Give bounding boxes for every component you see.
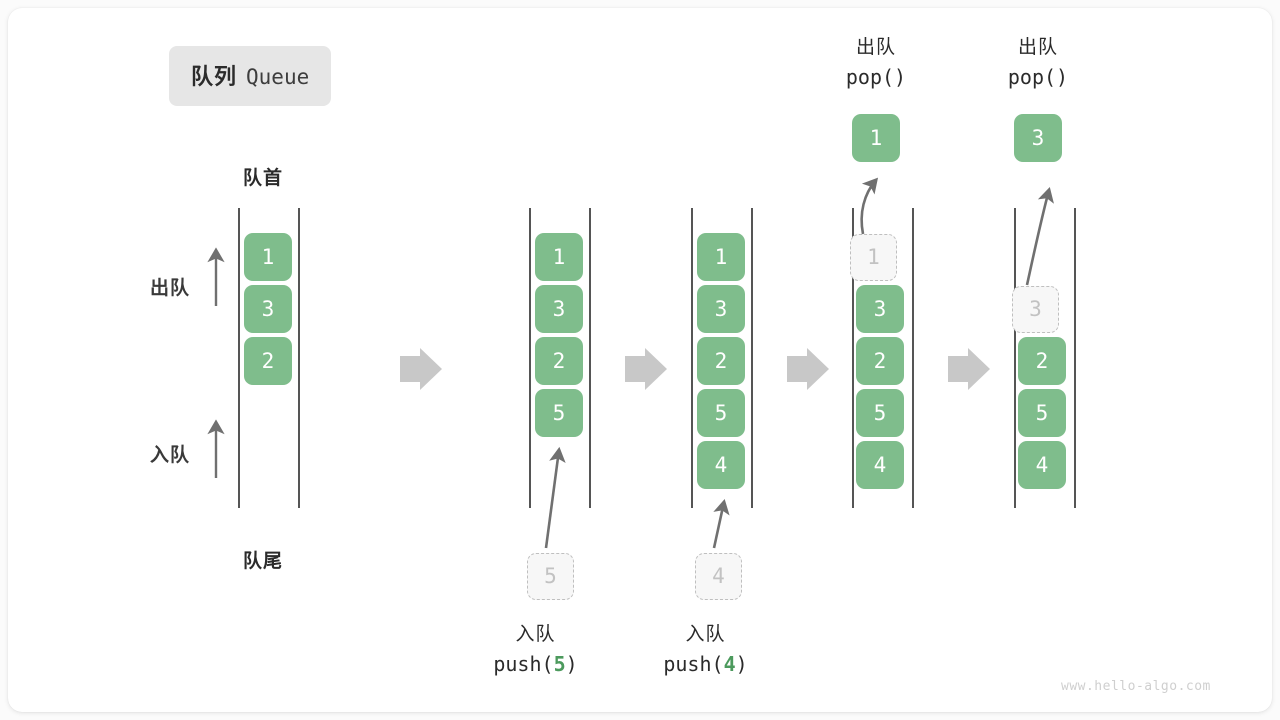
queue-rear-label: 队尾 — [243, 551, 284, 572]
incoming-ghost-cell: 4 — [695, 553, 742, 600]
popped-cell: 1 — [852, 114, 900, 162]
rail-right-1 — [298, 208, 300, 508]
queue-cell: 2 — [244, 337, 292, 385]
rail-left-5 — [1014, 208, 1016, 508]
step-caption-pop-1: 出队 pop() — [801, 33, 951, 93]
enqueue-direction-label: 入队 — [150, 445, 191, 466]
incoming-ghost-cell: 5 — [527, 553, 574, 600]
popped-cell: 3 — [1014, 114, 1062, 162]
queue-cell: 5 — [697, 389, 745, 437]
queue-cell: 3 — [244, 285, 292, 333]
diagram-card: 队列 Queue 队首 队尾 出队 入队 1 3 2 1 3 2 5 5 — [8, 8, 1272, 712]
step-caption-push-4: 入队 push(4) — [608, 620, 803, 680]
rail-right-3 — [751, 208, 753, 508]
diagram-stage: 队列 Queue 队首 队尾 出队 入队 1 3 2 1 3 2 5 5 — [8, 8, 1272, 712]
queue-cell: 1 — [697, 233, 745, 281]
caption-code: pop() — [1007, 65, 1069, 90]
queue-cell: 4 — [697, 441, 745, 489]
outgoing-ghost-cell: 3 — [1012, 286, 1059, 333]
step-arrow-1-2 — [400, 348, 442, 390]
caption-code-arg: 4 — [723, 652, 736, 677]
step-arrow-2-3 — [625, 348, 667, 390]
step-caption-push-5: 入队 push(5) — [438, 620, 633, 680]
diagram-title-chip: 队列 Queue — [169, 46, 332, 106]
arrow-overlay — [207, 177, 1054, 549]
queue-cell: 5 — [856, 389, 904, 437]
rail-left-3 — [691, 208, 693, 508]
title-chinese: 队列 — [191, 64, 238, 89]
caption-chinese: 出队 — [1017, 37, 1058, 58]
title-english: Queue — [246, 65, 310, 89]
site-watermark: www.hello-algo.com — [1061, 679, 1211, 694]
caption-chinese: 出队 — [855, 37, 896, 58]
queue-cell: 3 — [535, 285, 583, 333]
rail-right-4 — [912, 208, 914, 508]
caption-code: push(5) — [438, 649, 633, 680]
rail-left-2 — [529, 208, 531, 508]
rail-left-4 — [852, 208, 854, 508]
pop-arrow-3 — [1025, 186, 1054, 286]
queue-cell: 2 — [1018, 337, 1066, 385]
caption-chinese: 入队 — [685, 624, 726, 645]
caption-code-prefix: push( — [663, 652, 724, 677]
caption-code: push(4) — [608, 649, 803, 680]
caption-code: pop() — [845, 65, 907, 90]
queue-cell: 4 — [856, 441, 904, 489]
caption-code-suffix: ) — [735, 652, 748, 677]
rail-left-1 — [238, 208, 240, 508]
step-arrow-4-5 — [948, 348, 990, 390]
push-arrow-5 — [544, 446, 566, 549]
caption-code-suffix: ) — [565, 652, 578, 677]
step-arrow-3-4 — [787, 348, 829, 390]
queue-cell: 4 — [1018, 441, 1066, 489]
queue-front-label: 队首 — [243, 168, 284, 189]
queue-cell: 2 — [856, 337, 904, 385]
queue-cell: 2 — [535, 337, 583, 385]
queue-cell: 3 — [856, 285, 904, 333]
step-caption-pop-3: 出队 pop() — [963, 33, 1113, 93]
push-arrow-4 — [712, 498, 730, 549]
pop-arrow-1 — [860, 177, 879, 235]
caption-chinese: 入队 — [515, 624, 556, 645]
queue-cell: 3 — [697, 285, 745, 333]
outgoing-ghost-cell: 1 — [850, 234, 897, 281]
dequeue-direction-label: 出队 — [150, 278, 191, 299]
queue-cell: 1 — [244, 233, 292, 281]
queue-cell: 5 — [535, 389, 583, 437]
caption-code-prefix: push( — [493, 652, 554, 677]
rail-right-2 — [589, 208, 591, 508]
queue-cell: 5 — [1018, 389, 1066, 437]
caption-code-arg: 5 — [553, 652, 566, 677]
queue-cell: 1 — [535, 233, 583, 281]
queue-cell: 2 — [697, 337, 745, 385]
rail-right-5 — [1074, 208, 1076, 508]
